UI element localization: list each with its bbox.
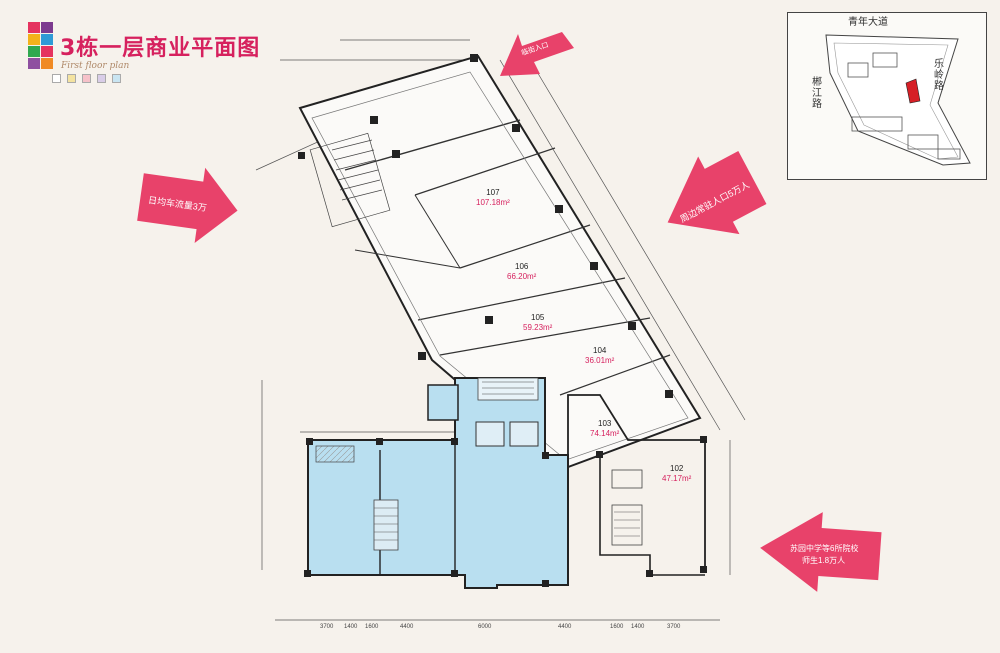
title-block: 3栋一层商业平面图 [28,22,260,70]
page-title: 3栋一层商业平面图 [60,36,261,61]
unit-103-label: 103 74.14m² [590,419,619,439]
unit-106-label: 106 66.20m² [507,262,536,282]
key-map-drawing [825,34,971,166]
location-key-map: 青年大道 郴江路 乐岭路 [787,12,987,180]
road-left-label: 郴江路 [812,77,822,110]
unit-number: 106 [515,262,529,271]
road-right-label: 乐岭路 [934,59,944,92]
lobby-block [304,377,569,589]
unit-area: 107.18m² [476,198,510,207]
legend-dots [52,74,121,83]
road-top-label: 青年大道 [848,17,888,28]
arrow-right-mid [667,150,767,235]
brand-logo [28,22,54,70]
dim-label: 1400 [344,624,358,630]
unit-number: 105 [531,313,545,322]
arrow-top [500,32,574,76]
dim-label: 1600 [610,624,624,630]
bottom-dimension-row: 3700 1400 1600 4400 6000 4400 1600 1400 … [320,624,720,634]
unit-number: 102 [670,464,684,473]
arrow-bottom-right-label-1: 苏园中学等6所院校 [790,544,859,553]
unit-area: 47.17m² [662,474,692,483]
page-subtitle: First floor plan [61,61,130,71]
dim-label: 3700 [320,624,334,630]
arrow-left [137,167,238,244]
dim-label: 3700 [667,624,681,630]
dim-label: 4400 [400,624,414,630]
dim-label: 1400 [631,624,645,630]
unit-area: 36.01m² [585,356,615,365]
unit-number: 104 [593,346,607,355]
dimension-lines [255,39,746,621]
unit-number: 107 [486,188,500,197]
unit-area: 74.14m² [590,429,620,438]
unit-102-label: 102 47.17m² [662,464,691,484]
arrow-bottom-right [760,512,882,592]
dim-label: 4400 [558,624,572,630]
right-units-block [567,394,707,577]
unit-107-label: 107 107.18m² [476,188,510,208]
unit-105-label: 105 59.23m² [523,313,552,333]
unit-area: 59.23m² [523,323,553,332]
unit-area: 66.20m² [507,272,537,281]
unit-104-label: 104 36.01m² [585,346,614,366]
rotated-wing [298,54,702,472]
unit-number: 103 [598,419,612,428]
dim-label: 1600 [365,624,379,630]
arrow-bottom-right-label-2: 师生1.8万人 [802,556,846,565]
dim-label: 6000 [478,624,492,630]
